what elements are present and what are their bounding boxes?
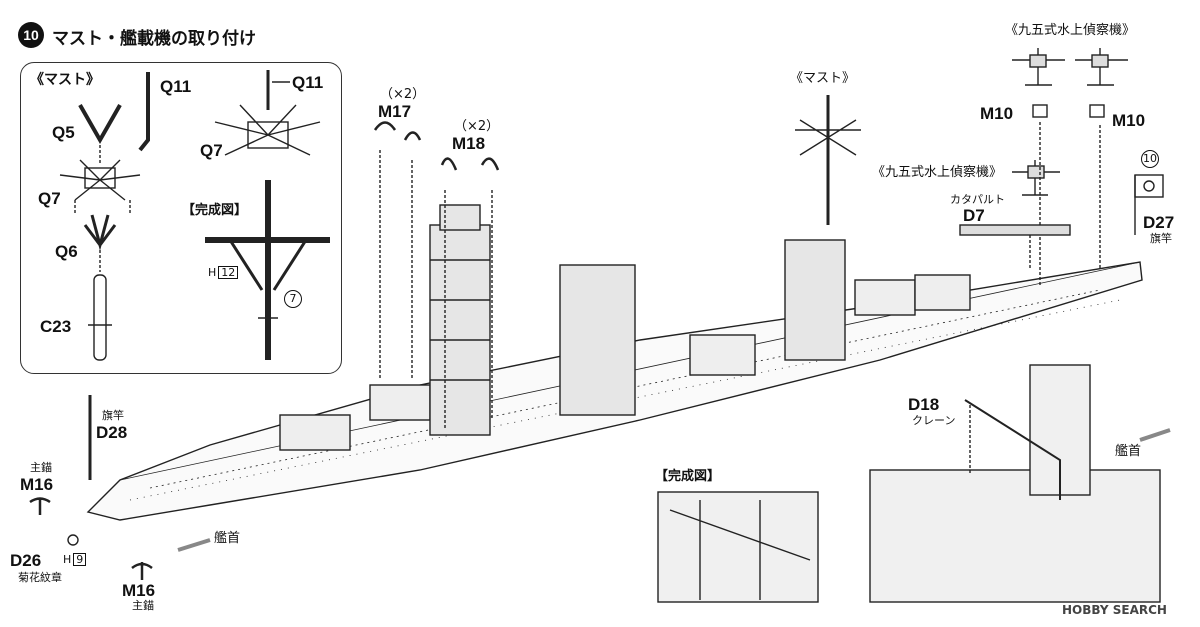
m17-quantity: （×2）	[380, 87, 426, 102]
part-m16-top-caption: 主錨	[30, 461, 52, 474]
bow-label-left: 艦首	[214, 531, 241, 546]
m17-guide-lines	[379, 150, 413, 380]
inset-part-q7-right: Q7	[200, 141, 223, 160]
seaplane-heading-mid: 《九五式水上偵察機》	[872, 165, 1003, 180]
ensign-flag-drawing	[1134, 174, 1164, 235]
m10-right-part	[1089, 104, 1105, 118]
part-m17-label: M17	[378, 102, 412, 121]
turret-3	[689, 334, 756, 376]
bow-label-right: 艦首	[1115, 444, 1142, 459]
part-d26-caption: 菊花紋章	[18, 571, 62, 584]
bow-arrow-left	[177, 538, 211, 552]
m18-guide-lines	[444, 190, 493, 430]
aft-superstructure-drawing	[784, 239, 846, 361]
inset-mast-heading: 《マスト》	[30, 71, 100, 87]
seaplane-top-left	[1012, 48, 1065, 86]
part-m16-bottom-label: M16	[122, 581, 156, 600]
part-m10-right-label: M10	[1112, 111, 1146, 130]
mast-inset-panel	[20, 62, 342, 374]
crane-d18-part	[964, 399, 1061, 500]
inset-part-q6: Q6	[55, 242, 78, 261]
part-d28-caption: 旗竿	[102, 409, 124, 422]
part-q11-rod-drawing	[138, 72, 150, 152]
part-m16-bottom-caption: 主錨	[132, 599, 154, 612]
turret-5	[914, 274, 971, 311]
part-q7-top-drawing	[214, 104, 321, 156]
part-d27-label: D27	[1143, 213, 1175, 232]
part-d27-caption: 旗竿	[1150, 232, 1172, 245]
funnel-drawing	[559, 264, 636, 416]
m10-left-part	[1032, 104, 1048, 118]
inset-part-q11-left: Q11	[160, 77, 192, 96]
inset-part-q5: Q5	[52, 123, 75, 142]
part-m10-left-label: M10	[980, 104, 1014, 123]
pagoda-bridge-drawing	[429, 204, 491, 436]
completed-detail-2	[869, 364, 1161, 603]
inset-ref-circle-7: 7	[284, 290, 302, 308]
turret-1	[279, 414, 351, 451]
seaplane-top-right	[1075, 48, 1128, 86]
catapult-d7-part	[959, 224, 1071, 236]
inset-part-q11-right: Q11	[292, 73, 324, 92]
part-c23-drawing	[93, 274, 107, 361]
step-number-badge: 10	[18, 22, 44, 48]
completed-mast-drawing	[205, 180, 330, 360]
catapult-caption: カタパルト	[950, 193, 1005, 206]
chrysanthemum-d26-part	[67, 534, 79, 546]
part-d28-label: D28	[96, 423, 128, 442]
completed-heading-bottom: 【完成図】	[655, 469, 721, 484]
m18-quantity: （×2）	[454, 119, 500, 134]
anchor-m16-left	[29, 497, 51, 515]
anchor-m16-bottom	[131, 562, 153, 580]
inset-part-q7-left: Q7	[38, 189, 61, 208]
main-mast-heading: 《マスト》	[790, 71, 856, 86]
completed-detail-1	[657, 491, 819, 603]
part-m18-label: M18	[452, 134, 486, 153]
bow-arrow-right	[1139, 428, 1171, 442]
step-title: マスト・艦載機の取り付け	[52, 29, 256, 49]
watermark: HOBBY SEARCH	[1062, 603, 1167, 617]
turret-2	[369, 384, 431, 421]
inset-part-c23: C23	[40, 317, 72, 336]
turret-4	[854, 279, 916, 316]
part-d7-label: D7	[963, 206, 985, 225]
main-mast-drawing	[795, 95, 861, 225]
flag-ref-circle-10: 10	[1141, 150, 1159, 168]
seaplane-middle	[1012, 160, 1060, 196]
seaplane-heading-top: 《九五式水上偵察機》	[1005, 23, 1136, 38]
part-q5-drawing	[78, 104, 122, 145]
inset-completed-heading: 【完成図】	[182, 203, 248, 218]
part-d18-label: D18	[908, 395, 940, 414]
part-m16-top-label: M16	[20, 475, 54, 494]
part-d18-caption: クレーン	[912, 414, 956, 427]
part-q7-star-drawing	[59, 159, 141, 201]
part-q6-drawing	[83, 214, 117, 251]
part-d26-label: D26	[10, 551, 42, 570]
